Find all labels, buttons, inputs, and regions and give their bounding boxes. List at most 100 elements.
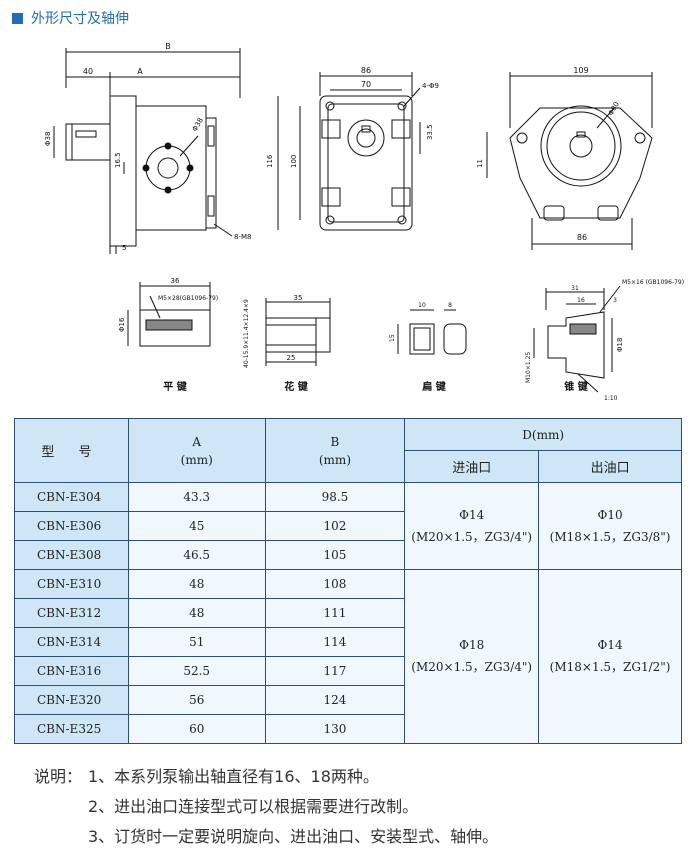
table-row: CBN-E310 48 108 Φ18(M20×1.5，ZG3/4") Φ14(… [14, 569, 682, 744]
dim-16-5-label: 16.5 [114, 152, 122, 168]
header-model: 型 号 [14, 418, 129, 483]
dim-shaft-dia-label: Φ38 [44, 132, 52, 146]
note-line: 3、订货时一定要说明旋向、进出油口、安装型式、轴伸。 [34, 822, 498, 852]
header-b: B(mm) [264, 418, 406, 483]
dim-36-label: 36 [171, 277, 180, 285]
dim-33-5-label: 33.5 [426, 124, 434, 140]
dim-109-label: 109 [573, 66, 588, 75]
model-cell: CBN-E325 [14, 714, 129, 744]
table-row: CBN-E314 51 114 [14, 627, 682, 657]
b-cell: 105 [264, 540, 406, 570]
tang-caption: 扁 键 [422, 380, 446, 393]
b-cell: 108 [264, 569, 406, 599]
tang-shaft-drawing: 10 8 15 扁 键 [389, 302, 467, 393]
taper-thread-label: M10×1.25 [525, 352, 532, 383]
a-cell: 48 [127, 569, 266, 599]
header-outlet: 出油口 [538, 450, 682, 483]
bolt-spec-label: 8-M8 [234, 233, 251, 241]
a-cell: 51 [127, 627, 266, 657]
header-a: A(mm) [127, 418, 266, 483]
a-cell: 46.5 [127, 540, 266, 570]
dim-86-label: 86 [361, 66, 371, 75]
dim-25-label: 25 [287, 354, 296, 362]
model-cell: CBN-E304 [14, 482, 129, 512]
taper-key-spec-label: M5×16 (GB1096-79) [622, 279, 684, 286]
note-item: 1、本系列泵输出轴直径有16、18两种。 [88, 767, 379, 786]
flat-key-shaft-drawing: 36 M5×28(GB1096-79) Φ16 平 键 [118, 277, 218, 393]
inlet-cell: Φ18(M20×1.5，ZG3/4") [404, 569, 540, 744]
b-cell: 130 [264, 714, 406, 744]
b-cell: 111 [264, 598, 406, 628]
table-row: CBN-E308 46.5 105 [14, 540, 682, 570]
b-cell: 117 [264, 656, 406, 686]
a-cell: 52.5 [127, 656, 266, 686]
section-header: 外形尺寸及轴伸 [12, 8, 129, 28]
dim-15-label: 15 [389, 334, 396, 342]
dim-bolt-circle-label: Φ38 [191, 117, 205, 133]
note-item: 3、订货时一定要说明旋向、进出油口、安装型式、轴伸。 [88, 827, 499, 846]
taper-caption: 锥 键 [564, 380, 588, 393]
a-cell: 43.3 [127, 482, 266, 512]
dim-a-label: A [137, 67, 143, 76]
technical-drawings: B 40 A Φ38 Φ38 16.5 5 8-M8 [44, 42, 684, 402]
front-view-drawing: 86 70 4-Φ9 33.5 116 100 [266, 66, 439, 231]
section-title: 外形尺寸及轴伸 [31, 11, 129, 27]
spline-shaft-drawing: 35 25 40-15.9×11.4×12.4×9 花 键 [243, 294, 331, 393]
dim-b-label: B [165, 42, 171, 51]
model-cell: CBN-E310 [14, 569, 129, 599]
notes: 说明： 1、本系列泵输出轴直径有16、18两种。 2、进出油口连接型式可以根据需… [34, 762, 498, 852]
model-cell: CBN-E320 [14, 685, 129, 715]
model-cell: CBN-E314 [14, 627, 129, 657]
a-cell: 48 [127, 598, 266, 628]
b-cell: 114 [264, 627, 406, 657]
a-cell: 60 [127, 714, 266, 744]
a-cell: 45 [127, 511, 266, 541]
table-row: CBN-E312 48 111 [14, 598, 682, 628]
b-cell: 102 [264, 511, 406, 541]
taper-ratio-label: 1:10 [604, 395, 618, 402]
flat-key-spec-label: M5×28(GB1096-79) [158, 295, 218, 302]
note-item: 2、进出油口连接型式可以根据需要进行改制。 [88, 797, 419, 816]
table-header-row: 型 号 A(mm) B(mm) D(mm) [14, 418, 682, 483]
taper-dia-label: Φ18 [616, 338, 624, 352]
spline-caption: 花 键 [284, 380, 308, 393]
dim-16-taper-label: 16 [577, 297, 585, 304]
side-view-drawing: B 40 A Φ38 Φ38 16.5 5 8-M8 [44, 42, 251, 254]
dim-31-label: 31 [571, 285, 579, 292]
header-d: D(mm) [404, 418, 682, 451]
dim-8-label: 8 [448, 302, 452, 309]
model-cell: CBN-E308 [14, 540, 129, 570]
section-marker-icon [12, 12, 23, 24]
spline-spec-label: 40-15.9×11.4×12.4×9 [243, 299, 250, 368]
b-cell: 98.5 [264, 482, 406, 512]
notes-label: 说明： [34, 767, 83, 786]
note-line: 2、进出油口连接型式可以根据需要进行改制。 [34, 792, 498, 822]
dim-10-label: 10 [418, 302, 426, 309]
dim-100-label: 100 [290, 155, 298, 168]
header-inlet: 进油口 [404, 450, 540, 483]
spec-table: 型 号 A(mm) B(mm) D(mm) 进油口 出油口 CBN-E304 4… [14, 418, 682, 744]
table-row: CBN-E320 56 124 [14, 685, 682, 715]
dim-3-label: 3 [613, 297, 617, 304]
dim-86-rear-label: 86 [577, 233, 587, 242]
b-cell: 124 [264, 685, 406, 715]
dim-80-label: Φ80 [607, 101, 621, 117]
dim-40-label: 40 [83, 67, 93, 76]
dim-70-label: 70 [361, 80, 371, 89]
table-row: CBN-E304 43.3 98.5 Φ14(M20×1.5，ZG3/4") Φ… [14, 482, 682, 570]
rear-view-drawing: 109 Φ80 11 86 [476, 66, 653, 250]
outlet-cell: Φ14(M18×1.5，ZG1/2") [538, 569, 682, 744]
model-cell: CBN-E306 [14, 511, 129, 541]
model-cell: CBN-E316 [14, 656, 129, 686]
flat-key-dia-label: Φ16 [118, 317, 126, 332]
dim-35-label: 35 [294, 294, 303, 302]
dim-5-label: 5 [122, 244, 126, 252]
dim-11-label: 11 [476, 159, 484, 168]
outlet-cell: Φ10(M18×1.5，ZG3/8") [538, 482, 682, 570]
a-cell: 56 [127, 685, 266, 715]
hole-spec-label: 4-Φ9 [422, 82, 439, 90]
table-row: CBN-E325 60 130 [14, 714, 682, 744]
model-cell: CBN-E312 [14, 598, 129, 628]
dim-116-label: 116 [266, 154, 274, 168]
taper-shaft-drawing: 31 16 3 M5×16 (GB1096-79) 1:10 Φ18 M10×1… [525, 279, 684, 402]
